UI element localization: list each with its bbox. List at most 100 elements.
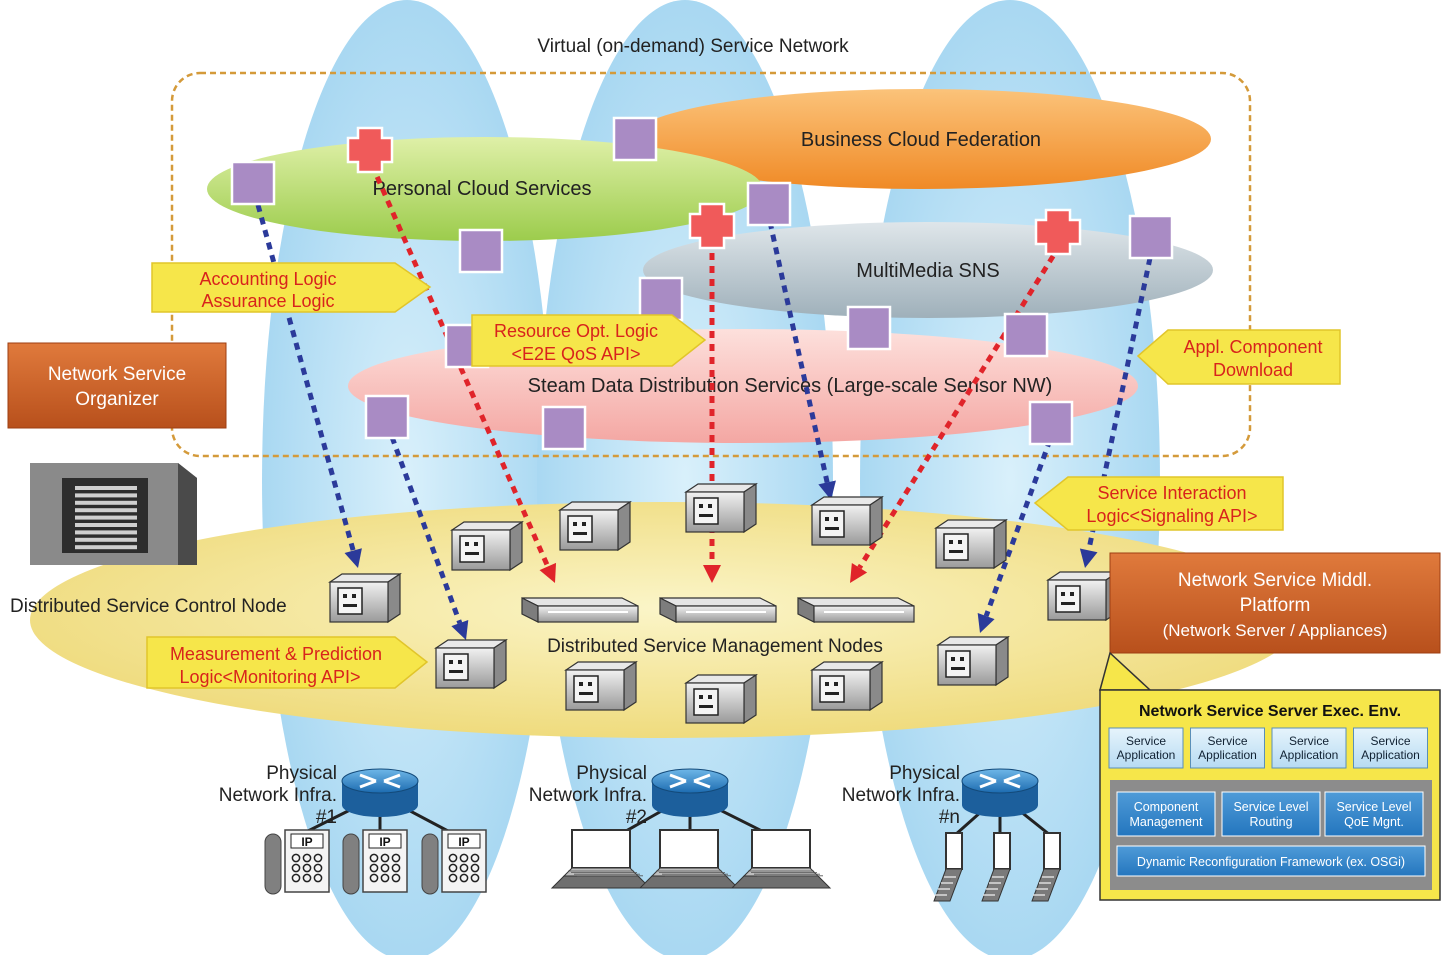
router-icon <box>651 768 729 817</box>
network-service-organizer: Network Service Organizer <box>7 342 227 429</box>
app-component-block <box>746 181 792 227</box>
app-component-block <box>638 276 684 322</box>
component-box <box>1116 791 1216 837</box>
flat-appliance-icon <box>659 597 777 623</box>
service-node-icon <box>558 500 632 552</box>
appl-line1: Appl. Component <box>1183 337 1322 357</box>
red-cross-icon <box>688 202 736 250</box>
accounting-line1: Accounting Logic <box>199 269 336 289</box>
service-node-icon <box>450 520 524 572</box>
accounting-line2: Assurance Logic <box>201 291 334 311</box>
arrow-red-3 <box>850 243 1063 583</box>
interaction-line1: Service Interaction <box>1097 483 1246 503</box>
service-node-icon <box>684 482 758 534</box>
red-cross-icon <box>1034 208 1082 256</box>
component-box-label: Management <box>1130 815 1203 829</box>
infra-labels: Physical Network Infra. #1 Physical Netw… <box>219 763 960 828</box>
service-node-icon <box>1046 570 1120 622</box>
router-icon <box>341 768 419 817</box>
business-cloud-ellipse <box>631 89 1211 189</box>
callout-service-interaction: Service Interaction Logic<Signaling API> <box>1033 476 1284 531</box>
flow-arrows <box>255 163 1153 640</box>
app-component-block <box>612 116 658 162</box>
mobile-phone-icon <box>1031 832 1061 902</box>
app-component-block <box>1028 400 1074 446</box>
service-node-icon <box>934 518 1008 570</box>
exec-env-title: Network Service Server Exec. Env. <box>1139 703 1401 720</box>
callout-appl-component: Appl. Component Download <box>1136 329 1341 385</box>
infra-1-line1: Physical <box>266 763 337 784</box>
arrow-red-2 <box>703 240 721 583</box>
measurement-line1: Measurement & Prediction <box>170 644 382 664</box>
infra-2-line2: Network Infra. <box>529 785 647 806</box>
mobile-phone-icon <box>933 832 963 902</box>
component-box-label: Routing <box>1249 815 1292 829</box>
app-component-block <box>458 228 504 274</box>
service-node-icon <box>810 660 884 712</box>
service-application-label: Application <box>1198 748 1257 762</box>
ip-label: IP <box>301 835 312 849</box>
infra-1-num: #1 <box>316 807 337 828</box>
ip-phone-icon: IP <box>264 829 330 895</box>
ip-label: IP <box>458 835 469 849</box>
arrow-blue-2 <box>389 436 469 640</box>
service-application-box <box>1353 727 1428 769</box>
virtual-network-boundary <box>170 71 1252 458</box>
service-node-icon <box>684 673 758 725</box>
red-cross-icon <box>346 126 394 174</box>
service-application-label: Service <box>1289 734 1329 748</box>
component-box-label: Service Level <box>1233 800 1308 814</box>
service-application-label: Service <box>1126 734 1166 748</box>
ip-phone-icon: IP <box>342 829 408 895</box>
service-application-box <box>1190 727 1265 769</box>
arrow-blue-1 <box>255 204 362 568</box>
laptop-icon <box>638 829 740 889</box>
service-application-boxes: ServiceApplicationServiceApplicationServ… <box>1108 727 1428 769</box>
service-node-icon <box>564 660 638 712</box>
service-node-icon <box>810 495 884 547</box>
resource-line1: Resource Opt. Logic <box>494 321 658 341</box>
app-component-block <box>230 160 276 206</box>
component-box <box>1324 791 1424 837</box>
interaction-line2: Logic<Signaling API> <box>1086 506 1257 526</box>
app-component-block <box>846 305 892 351</box>
service-application-box <box>1271 727 1347 769</box>
arrow-blue-3 <box>767 221 836 500</box>
business-cloud-label: Business Cloud Federation <box>801 129 1041 151</box>
flat-appliance-icon <box>797 597 915 623</box>
management-nodes-label: Distributed Service Management Nodes <box>547 636 883 657</box>
app-component-block <box>1003 312 1049 358</box>
service-application-label: Application <box>1280 748 1339 762</box>
router-icon <box>961 768 1039 817</box>
infra-n-line2: Network Infra. <box>842 785 960 806</box>
resource-line2: <E2E QoS API> <box>511 344 640 364</box>
service-application-label: Service <box>1207 734 1247 748</box>
diagram-title: Virtual (on-demand) Service Network <box>537 36 849 57</box>
arrow-blue-5 <box>977 439 1053 633</box>
infra-n-num: #n <box>939 807 960 828</box>
framework-label: Dynamic Reconfiguration Framework (ex. O… <box>1137 855 1405 869</box>
middleware-line3: (Network Server / Appliances) <box>1163 621 1388 640</box>
personal-cloud-label: Personal Cloud Services <box>373 178 592 200</box>
arrow-red-1 <box>369 163 557 583</box>
app-component-block <box>364 394 410 440</box>
service-node-icon <box>328 572 402 624</box>
service-nodes <box>328 482 1120 725</box>
callout-accounting: Accounting Logic Assurance Logic <box>151 262 432 313</box>
component-box-label: Service Level <box>1336 800 1411 814</box>
component-box-label: QoE Mgnt. <box>1344 815 1404 829</box>
infra-2-line1: Physical <box>576 763 647 784</box>
steam-data-label: Steam Data Distribution Services (Large-… <box>528 375 1053 397</box>
personal-cloud-ellipse <box>207 137 763 241</box>
service-node-icon <box>936 635 1010 687</box>
service-application-label: Application <box>1117 748 1176 762</box>
service-application-label: Service <box>1370 734 1410 748</box>
service-application-box <box>1108 727 1184 769</box>
laptop-icon <box>730 829 832 889</box>
measurement-line2: Logic<Monitoring API> <box>179 667 360 687</box>
component-box-label: Component <box>1134 800 1199 814</box>
app-component-block <box>1128 214 1174 260</box>
server-cabinet-icon <box>30 463 197 565</box>
